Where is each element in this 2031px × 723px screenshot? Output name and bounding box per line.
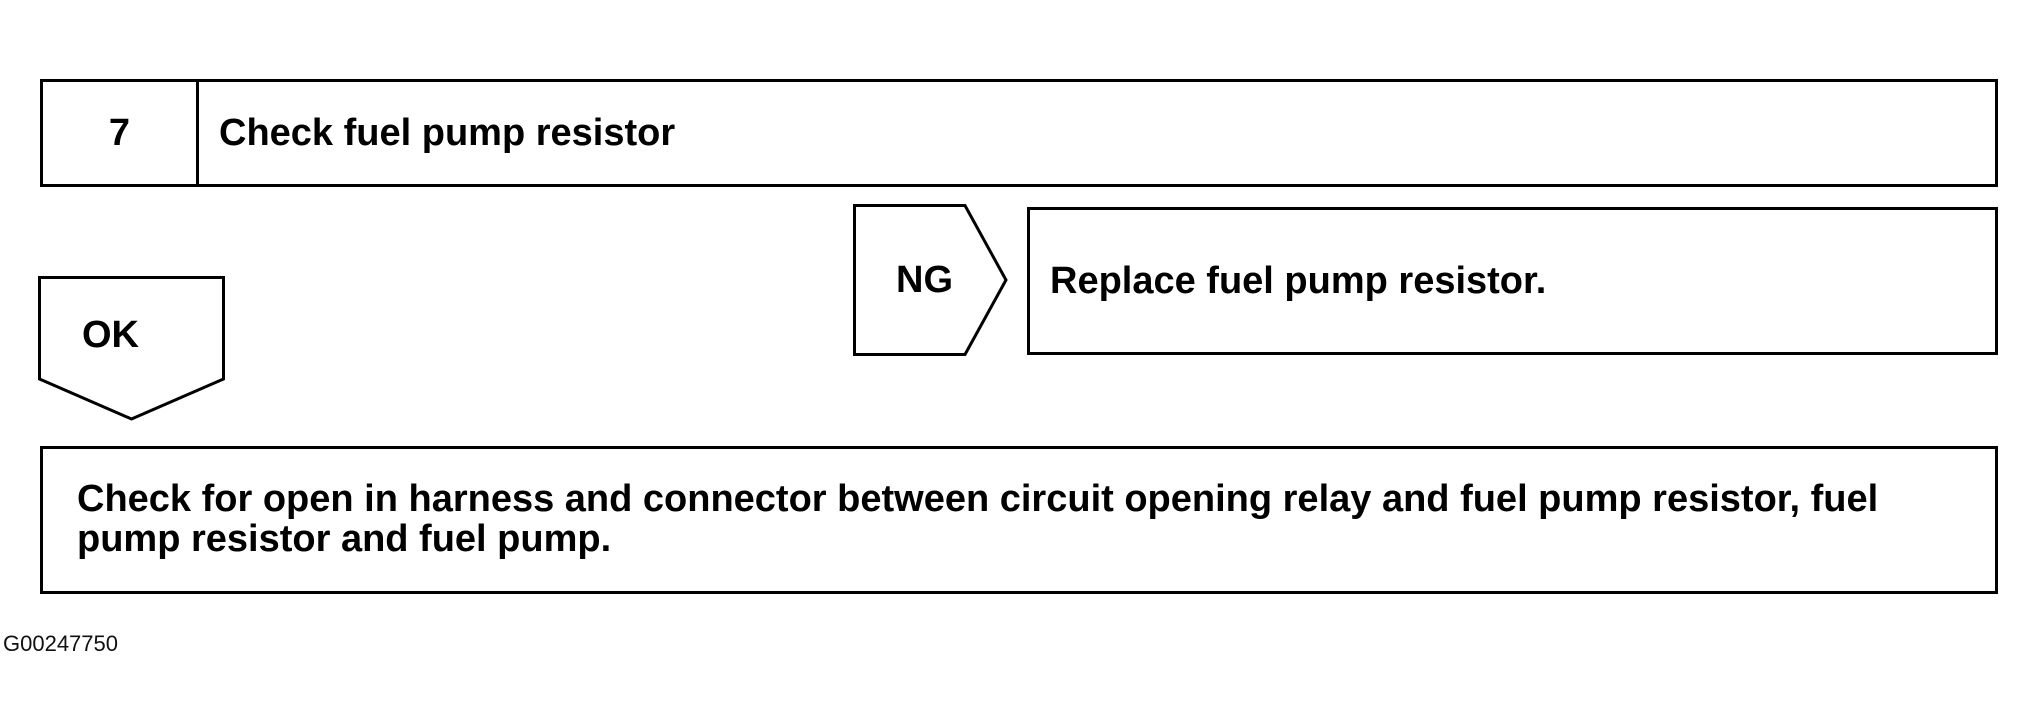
ng-arrow-shape (853, 204, 1008, 356)
ng-branch-arrow: NG (853, 204, 1013, 356)
ng-label: NG (896, 259, 953, 301)
figure-code: G00247750 (3, 631, 118, 656)
step-number: 7 (43, 82, 199, 184)
ok-arrow-shape (38, 276, 225, 421)
ng-action-box: Replace fuel pump resistor. (1027, 207, 1998, 355)
ok-label: OK (82, 314, 139, 356)
ok-branch-arrow: OK (38, 276, 226, 422)
ok-action-box: Check for open in harness and connector … (40, 446, 1998, 594)
step-title: Check fuel pump resistor (219, 111, 676, 154)
step-header: 7 Check fuel pump resistor (40, 79, 1998, 187)
